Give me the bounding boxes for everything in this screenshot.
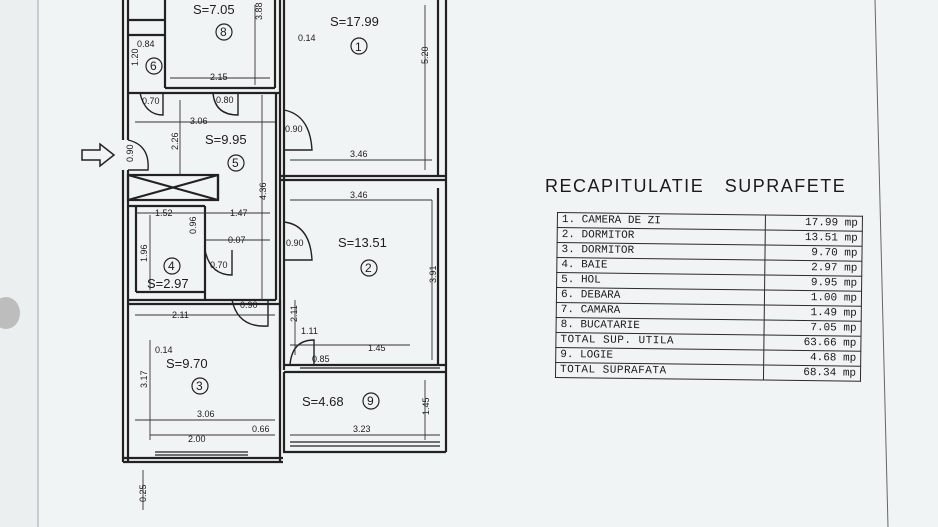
room-9-area: S=4.68	[302, 394, 344, 409]
recap-title: RECAPITULATIE SUPRAFETE	[545, 176, 847, 196]
room-9-number: 9	[367, 394, 374, 408]
dim-label: 3.06	[197, 409, 215, 419]
dim-label: 1.45	[421, 397, 431, 415]
dim-label: 2.11	[172, 310, 189, 320]
room-2-area: S=13.51	[338, 235, 387, 250]
room-5-area: S=9.95	[205, 132, 247, 147]
dim-label: 0.90	[240, 300, 258, 310]
dim-label: 1.20	[130, 48, 140, 66]
recap-room-value: 1.49 mp	[763, 305, 862, 322]
room-8-number: 8	[220, 25, 227, 39]
room-2-number: 2	[365, 261, 372, 275]
dim-label: 3.23	[353, 424, 371, 434]
dim-label: 3.46	[350, 149, 368, 159]
recap-room-value: 7.05 mp	[763, 320, 862, 337]
recap-room-value: 68.34 mp	[763, 365, 861, 382]
recap-room-name: TOTAL SUPRAFATA	[555, 362, 764, 381]
dim-label: 0.66	[252, 424, 270, 434]
recap-room-value: 9.95 mp	[764, 275, 862, 292]
room-number-circles	[145, 23, 380, 410]
dim-label: 1.11	[301, 326, 318, 336]
room-4-area: S=2.97	[147, 276, 189, 291]
room-1-area: S=17.99	[330, 14, 379, 29]
room-4-number: 4	[168, 259, 175, 273]
dim-label: 0.90	[285, 124, 303, 134]
dimension-lines	[135, 5, 440, 510]
dim-label: 0.90	[125, 144, 135, 162]
dim-label: 0.70	[210, 260, 228, 270]
recap-room-value: 9.70 mp	[764, 245, 863, 262]
dim-label: 0.85	[312, 354, 330, 364]
dim-label: 0.70	[142, 96, 160, 106]
dim-label: 2.11	[289, 305, 299, 322]
recap-room-value: 4.68 mp	[763, 350, 861, 367]
room-3-number: 3	[196, 379, 203, 393]
dim-label: 0.80	[216, 95, 234, 105]
room-5-number: 5	[232, 156, 239, 170]
recap-room-value: 63.66 mp	[763, 335, 862, 352]
entrance-arrow	[81, 142, 116, 168]
dim-label: 3.91	[428, 265, 438, 283]
dim-label: 0.14	[298, 33, 316, 43]
dim-label: 0.90	[286, 238, 304, 248]
room-8-area: S=7.05	[193, 2, 235, 17]
dim-label: 3.46	[350, 190, 368, 200]
dim-label: 4.36	[258, 182, 268, 200]
dim-label: 0.14	[155, 345, 173, 355]
dim-label: 0.84	[137, 39, 155, 49]
room-6-number: 6	[150, 59, 157, 73]
recap-room-value: 13.51 mp	[764, 230, 863, 247]
recap-room-value: 17.99 mp	[764, 215, 863, 232]
recap-room-value: 2.97 mp	[764, 260, 862, 277]
dim-label: 5.20	[420, 46, 430, 64]
windows	[155, 367, 440, 456]
frame-right-line	[874, 0, 889, 527]
punch-hole	[0, 297, 20, 329]
dim-label: 0.96	[188, 216, 198, 234]
room-1-number: 1	[355, 40, 362, 54]
dim-label: 1.96	[139, 244, 149, 262]
dim-label: 0.25	[138, 484, 148, 502]
dim-label: 2.15	[210, 72, 228, 82]
dim-label: 3.88	[254, 2, 264, 20]
walls	[121, 0, 448, 464]
room-3-area: S=9.70	[166, 356, 208, 371]
dim-label: 1.45	[368, 343, 386, 353]
recap-room-value: 1.00 mp	[764, 290, 862, 307]
dim-label: 2.00	[188, 434, 206, 444]
dim-label: 1.52	[155, 208, 173, 218]
dim-label: 2.26	[170, 132, 180, 150]
dim-label: 0.07	[228, 235, 246, 245]
dim-label: 3.17	[139, 370, 149, 388]
dim-label: 1.47	[230, 208, 248, 218]
dim-label: 3.06	[190, 116, 208, 126]
